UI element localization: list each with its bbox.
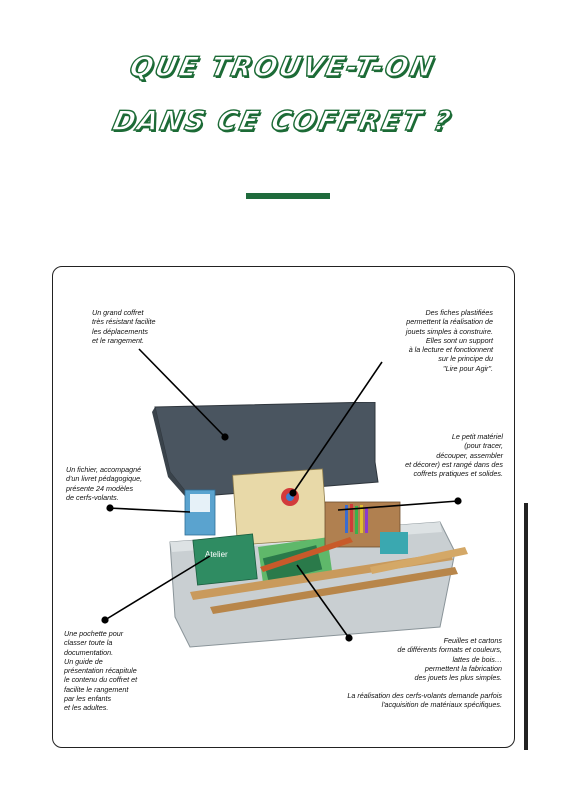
annotation-materiel: Le petit matériel (pour tracer, découper…	[405, 432, 503, 479]
side-bar	[524, 503, 528, 750]
pochette	[192, 533, 258, 586]
title-underline	[246, 193, 330, 199]
scissors-case	[380, 532, 408, 554]
annotation-pochette: Une pochette pour classer toute la docum…	[64, 629, 138, 713]
pencil-long	[260, 537, 353, 572]
pochette-label: Atelier	[205, 550, 228, 559]
annotation-fiches: Des fiches plastifiées permettent la réa…	[405, 308, 493, 373]
page-title-line-2: DANS CE COFFRET ?	[109, 105, 456, 137]
annotation-cerfs-volants: La réalisation des cerfs-volants demande…	[347, 691, 502, 710]
annotation-coffret: Un grand coffret très résistant facilite…	[92, 308, 156, 345]
pencils	[345, 504, 368, 534]
content-frame	[52, 266, 515, 748]
page-title-line-1: QUE TROUVE-T-ON	[126, 51, 439, 83]
fichier-card	[190, 494, 210, 512]
annotation-fichier: Un fichier, accompagné d'un livret pédag…	[66, 465, 143, 502]
annotation-feuilles: Feuilles et cartons de différents format…	[397, 636, 502, 683]
fiches-sheets	[232, 468, 328, 546]
